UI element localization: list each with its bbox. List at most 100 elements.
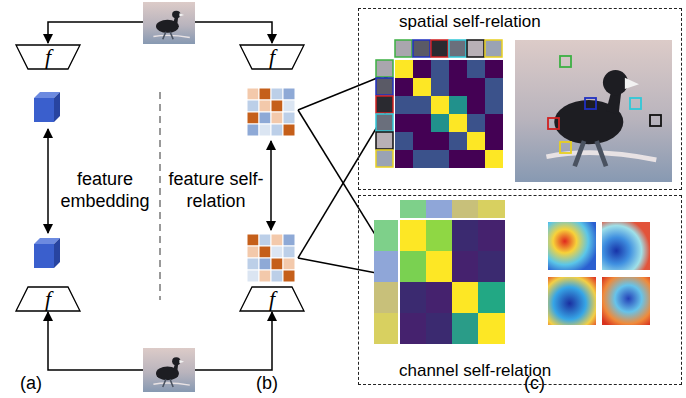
- function-symbol: f: [16, 287, 80, 311]
- spatial-heatmap: [485, 132, 503, 150]
- relation-matrix: [283, 112, 295, 124]
- relation-matrix: [271, 270, 283, 282]
- spatial-heatmap: [395, 60, 413, 78]
- flow-arrow: [195, 22, 272, 43]
- patch-thumbnail: [376, 114, 393, 131]
- spatial-heatmap: [467, 96, 485, 114]
- channel-heatmap: [478, 251, 505, 282]
- relation-matrix: [283, 270, 295, 282]
- channel-heatmap: [452, 313, 478, 344]
- relation-matrix: [259, 100, 271, 112]
- spatial-heatmap: [485, 114, 503, 132]
- channel-thumbnail: [400, 200, 426, 218]
- relation-matrix: [259, 258, 271, 270]
- spatial-heatmap: [467, 150, 485, 168]
- relation-matrix: [247, 112, 259, 124]
- channel-heatmap: [400, 220, 426, 251]
- relation-matrix: [247, 246, 259, 258]
- spatial-heatmap: [449, 60, 467, 78]
- flow-arrow: [270, 141, 272, 230]
- relation-matrix: [271, 258, 283, 270]
- channel-heatmap: [400, 220, 505, 344]
- embedding-cube: [54, 238, 60, 268]
- spatial-heatmap: [431, 150, 449, 168]
- spatial-heatmap: [485, 78, 503, 96]
- input-image: [143, 2, 195, 44]
- encoder-trapezoid: f: [16, 287, 80, 311]
- relation-matrix: [247, 270, 259, 282]
- spatial-heatmap: [413, 60, 431, 78]
- encoder-trapezoid: f: [16, 45, 80, 69]
- flow-arrow: [195, 312, 272, 370]
- annotation-text: feature self-relation: [166, 168, 266, 212]
- spatial-heatmap: [449, 114, 467, 132]
- relation-matrix: [283, 124, 295, 136]
- function-symbol: f: [240, 287, 304, 311]
- relation-matrix: [247, 88, 259, 100]
- trapezoid-outline: [240, 287, 304, 311]
- spatial-heatmap: [431, 60, 449, 78]
- spatial-heatmap: [449, 78, 467, 96]
- spatial-heatmap: [413, 114, 431, 132]
- trapezoid-outline: [16, 45, 80, 69]
- flow-arrow: [48, 22, 392, 370]
- spatial-heatmap: [467, 78, 485, 96]
- patch-thumbnail: [376, 132, 393, 149]
- relation-matrix: [283, 246, 295, 258]
- function-symbol: f: [16, 45, 80, 69]
- encoder-trapezoid: f: [240, 287, 304, 311]
- spatial-heatmap: [413, 132, 431, 150]
- relation-matrix: [259, 112, 271, 124]
- spatial-heatmap: [395, 114, 413, 132]
- flow-arrow: [48, 22, 143, 43]
- patch-thumbnail: [376, 78, 393, 95]
- patch-thumbnail: [431, 40, 448, 57]
- patch-thumbnail: [376, 40, 502, 167]
- patch-thumbnail: [485, 40, 502, 57]
- activation-map: [548, 222, 650, 325]
- relation-matrix: [271, 100, 283, 112]
- channel-heatmap: [400, 282, 426, 313]
- spatial-heatmap: [431, 96, 449, 114]
- spatial-heatmap: [467, 60, 485, 78]
- spatial-heatmap: [413, 150, 431, 168]
- channel-thumbnail: [374, 313, 398, 344]
- spatial-heatmap: [395, 60, 503, 168]
- channel-thumbnail: [374, 251, 398, 282]
- channel-heatmap: [478, 220, 505, 251]
- relation-matrix: [271, 112, 283, 124]
- patch-thumbnail: [376, 96, 393, 113]
- spatial-heatmap: [413, 78, 431, 96]
- relation-matrix: [259, 270, 271, 282]
- input-image: [143, 348, 195, 392]
- relation-matrix: [283, 88, 295, 100]
- panel-label: (c): [524, 372, 564, 394]
- panel-label: (a): [20, 372, 60, 394]
- channel-thumbnail: [426, 200, 452, 218]
- panel-heading: spatial self-relation: [397, 12, 543, 32]
- spatial-heatmap: [449, 96, 467, 114]
- spatial-heatmap: [485, 150, 503, 168]
- activation-map: [602, 277, 650, 325]
- spatial-heatmap: [395, 150, 413, 168]
- bird-photo: [515, 40, 672, 182]
- spatial-heatmap: [449, 132, 467, 150]
- channel-heatmap: [400, 313, 426, 344]
- trapezoid-outline: [240, 45, 304, 69]
- relation-matrix: [247, 100, 259, 112]
- divider-line: [160, 92, 161, 300]
- spatial-heatmap: [395, 78, 413, 96]
- bird-photo: [560, 142, 571, 153]
- embedding-cube: [34, 92, 60, 268]
- patch-thumbnail: [413, 40, 430, 57]
- dashed-panel: channel self-relation: [358, 195, 682, 385]
- bird-photo: [515, 40, 672, 182]
- spatial-heatmap: [449, 150, 467, 168]
- channel-thumbnail: [452, 200, 478, 218]
- embedding-cube: [54, 92, 60, 122]
- relation-matrix: [259, 246, 271, 258]
- relation-matrix: [247, 258, 259, 270]
- spatial-heatmap: [431, 132, 449, 150]
- encoder-trapezoid: f: [240, 45, 304, 69]
